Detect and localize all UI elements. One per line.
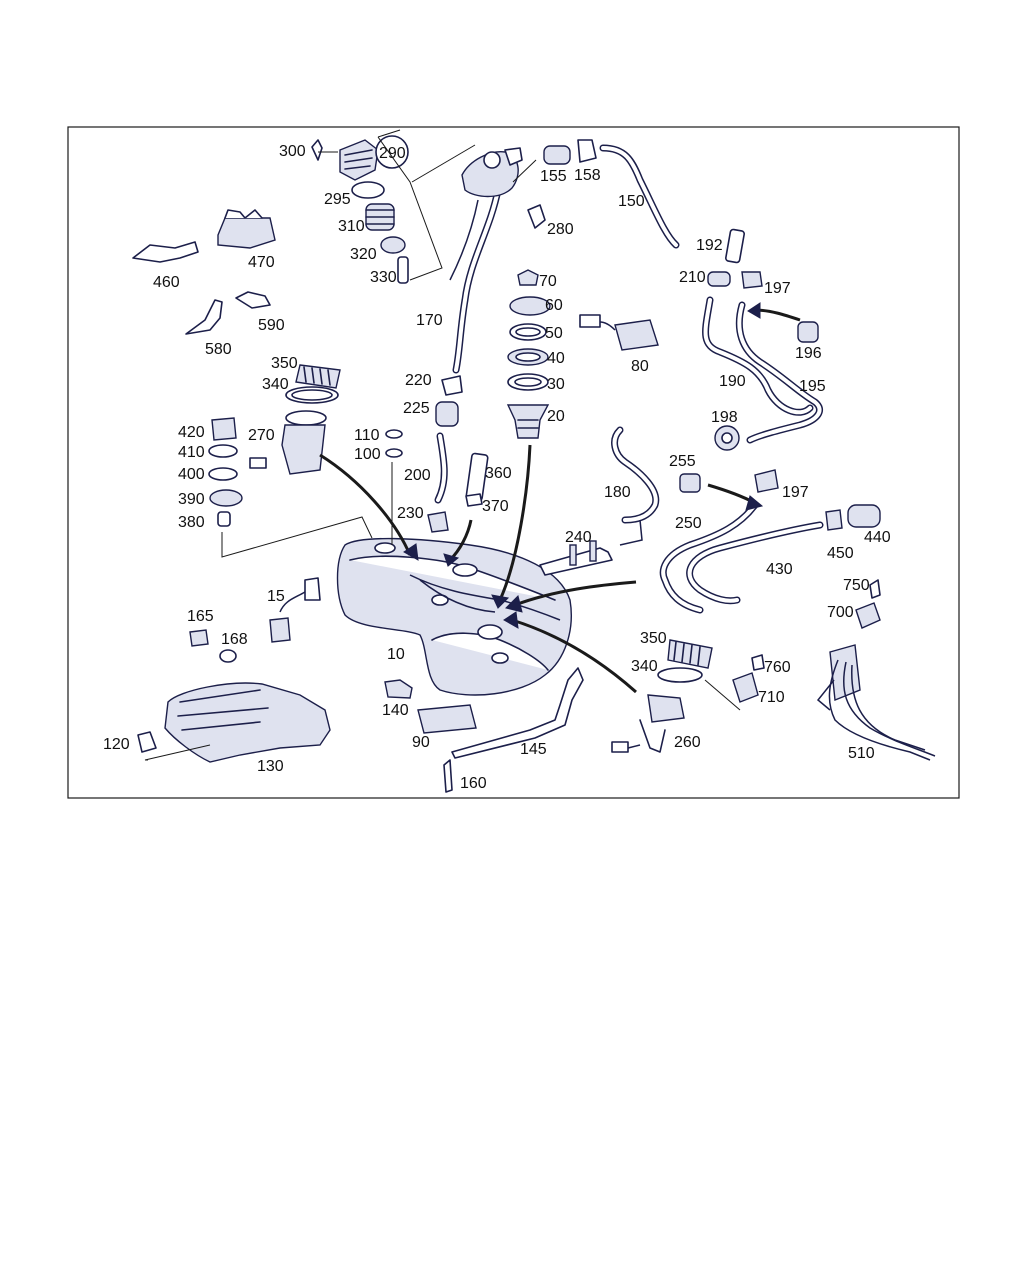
assembly-arrows [319, 302, 801, 694]
label-290: 290 [379, 145, 406, 162]
label-295: 295 [324, 191, 351, 208]
hose-440-450-430 [686, 504, 881, 605]
wiring-harness-510 [816, 579, 936, 761]
label-130: 130 [257, 758, 284, 775]
label-100: 100 [354, 446, 381, 463]
vent-lines-right [702, 228, 823, 451]
label-470: 470 [248, 254, 275, 271]
label-260: 260 [674, 734, 701, 751]
label-370: 370 [482, 498, 509, 515]
label-410: 410 [178, 444, 205, 461]
label-310: 310 [338, 218, 365, 235]
label-750: 750 [843, 577, 870, 594]
leader-lines [144, 129, 741, 761]
label-430: 430 [766, 561, 793, 578]
label-390: 390 [178, 491, 205, 508]
label-110: 110 [354, 427, 380, 444]
fuel-tank [336, 537, 572, 696]
label-10: 10 [387, 646, 405, 663]
diagram-frame [67, 126, 960, 799]
label-155: 155 [540, 168, 567, 185]
control-module [579, 314, 659, 351]
label-350-right: 350 [640, 630, 667, 647]
label-580: 580 [205, 341, 232, 358]
label-196: 196 [795, 345, 822, 362]
label-255: 255 [669, 453, 696, 470]
label-710: 710 [758, 689, 785, 706]
label-250: 250 [675, 515, 702, 532]
label-350-left: 350 [271, 355, 298, 372]
label-300: 300 [279, 143, 306, 160]
label-120: 120 [103, 736, 130, 753]
label-320: 320 [350, 246, 377, 263]
label-700: 700 [827, 604, 854, 621]
washer-stack [208, 417, 243, 527]
label-460: 460 [153, 274, 180, 291]
label-198: 198 [711, 409, 738, 426]
label-240: 240 [565, 529, 592, 546]
label-380: 380 [178, 514, 205, 531]
label-230: 230 [397, 505, 424, 522]
label-400: 400 [178, 466, 205, 483]
sender-unit-stack [506, 269, 551, 439]
label-40: 40 [547, 350, 565, 367]
label-158: 158 [574, 167, 601, 184]
label-165: 165 [187, 608, 214, 625]
label-50: 50 [545, 325, 563, 342]
label-80: 80 [631, 358, 649, 375]
label-170: 170 [416, 312, 443, 329]
label-190: 190 [719, 373, 746, 390]
label-150: 150 [618, 193, 645, 210]
vent-lines-middle [539, 426, 779, 614]
label-60: 60 [545, 297, 563, 314]
label-220: 220 [405, 372, 432, 389]
label-30: 30 [547, 376, 565, 393]
filler-neck [449, 147, 523, 374]
label-420: 420 [178, 424, 205, 441]
small-parts-lower-left [189, 577, 584, 793]
label-360: 360 [485, 465, 512, 482]
label-330: 330 [370, 269, 397, 286]
fuel-pump-right [611, 639, 765, 753]
label-70: 70 [539, 273, 557, 290]
label-340-right: 340 [631, 658, 658, 675]
label-590: 590 [258, 317, 285, 334]
label-510: 510 [848, 745, 875, 762]
small-parts-center [385, 375, 489, 533]
label-440: 440 [864, 529, 891, 546]
label-160: 160 [460, 775, 487, 792]
label-197-bottom: 197 [782, 484, 809, 501]
label-225: 225 [403, 400, 430, 417]
label-140: 140 [382, 702, 409, 719]
label-90: 90 [412, 734, 430, 751]
fuel-pump-left [249, 364, 341, 475]
label-280: 280 [547, 221, 574, 238]
label-192: 192 [696, 237, 723, 254]
part-labels: 300 290 295 310 320 330 155 158 150 280 … [103, 143, 891, 792]
label-197-top: 197 [764, 280, 791, 297]
label-200: 200 [404, 467, 431, 484]
label-195: 195 [799, 378, 826, 395]
label-450: 450 [827, 545, 854, 562]
label-168: 168 [221, 631, 248, 648]
label-15: 15 [267, 588, 285, 605]
label-20: 20 [547, 408, 565, 425]
fuel-cap-group [311, 135, 409, 284]
heat-shield [137, 682, 331, 763]
hose-connector-155-158 [527, 139, 680, 249]
label-180: 180 [604, 484, 631, 501]
label-340-left: 340 [262, 376, 289, 393]
label-760: 760 [764, 659, 791, 676]
brackets-top-left [132, 209, 276, 335]
label-210: 210 [679, 269, 706, 286]
label-270: 270 [248, 427, 275, 444]
label-145: 145 [520, 741, 547, 758]
